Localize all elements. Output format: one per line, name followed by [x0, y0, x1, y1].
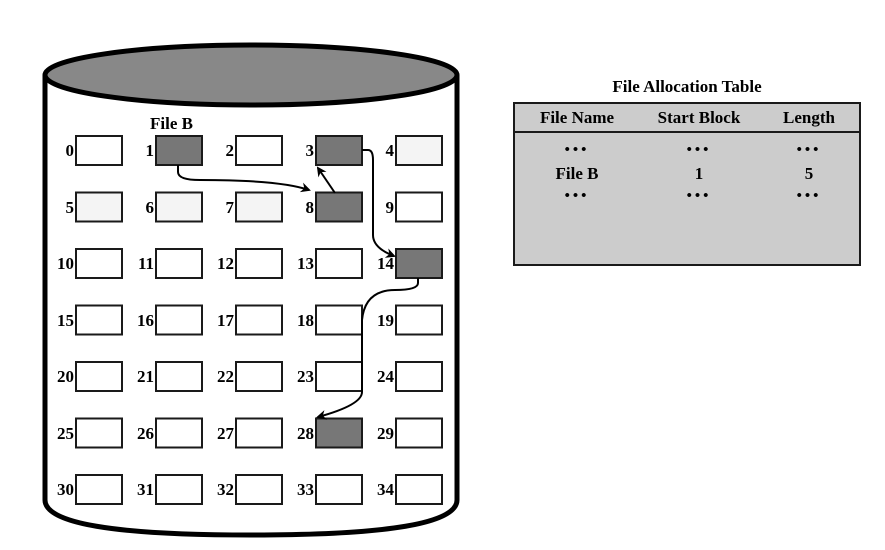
fat-row: ••• ••• ••• — [515, 185, 859, 208]
fat-title: File Allocation Table — [612, 77, 762, 96]
disk-block-33 — [315, 474, 363, 505]
block-number-label: 27 — [217, 423, 234, 443]
block-number-label: 22 — [217, 367, 234, 386]
block-number-label: 4 — [385, 141, 395, 160]
block-number-label: 14 — [377, 254, 394, 273]
disk-block-16 — [155, 304, 203, 336]
chain-arrow-1-to-8 — [177, 165, 311, 193]
fat-row: File B 1 5 — [515, 162, 859, 185]
fat-cell-length: 5 — [804, 163, 814, 183]
disk-block-30 — [75, 474, 123, 505]
block-number-label: 11 — [137, 254, 154, 273]
chain-arrow-8-to-3 — [316, 166, 336, 194]
disk-block-7 — [235, 191, 283, 223]
block-number-label: 7 — [225, 197, 235, 217]
fat-header-row: File Name Start Block Length — [515, 104, 859, 133]
disk-block-34 — [395, 474, 443, 505]
fat-header-start-block: Start Block — [657, 107, 741, 127]
chain-arrow-14-to-28 — [316, 278, 419, 420]
disk-block-26 — [155, 417, 203, 449]
disk-block-2 — [235, 135, 283, 166]
block-number-label: 15 — [57, 310, 74, 330]
block-number-label: 23 — [297, 367, 314, 386]
fat-header-length: Length — [783, 107, 835, 127]
disk-block-20 — [75, 361, 123, 392]
block-number-label: 33 — [297, 480, 314, 499]
disk-block-14 — [395, 248, 443, 279]
block-number-label: 31 — [137, 480, 154, 499]
block-number-label: 19 — [377, 310, 394, 330]
disk-block-27 — [235, 417, 283, 449]
block-number-label: 3 — [305, 141, 315, 160]
block-number-label: 12 — [217, 254, 234, 273]
block-number-label: 2 — [225, 141, 235, 160]
block-number-label: 1 — [145, 141, 155, 160]
block-number-label: 24 — [377, 367, 394, 386]
file-b-label: File B — [150, 114, 193, 133]
disk-block-15 — [75, 304, 123, 336]
block-number-label: 9 — [385, 197, 395, 217]
disk-block-8 — [315, 191, 363, 223]
disk-block-25 — [75, 417, 123, 449]
disk-block-3 — [315, 135, 363, 166]
block-number-label: 20 — [57, 367, 74, 386]
disk-block-31 — [155, 474, 203, 505]
fat-cell-start-block: 1 — [694, 163, 704, 183]
block-number-label: 10 — [57, 254, 74, 273]
disk-block-21 — [155, 361, 203, 392]
disk-block-29 — [395, 417, 443, 449]
block-number-label: 32 — [217, 480, 234, 499]
disk-block-24 — [395, 361, 443, 392]
disk-block-18 — [315, 304, 363, 336]
fat-cell-file-name: File B — [555, 163, 599, 183]
fat-cell-start-block: ••• — [686, 142, 712, 158]
block-number-label: 17 — [217, 310, 234, 330]
disk-block-22 — [235, 361, 283, 392]
fat-cell-file-name: ••• — [564, 188, 590, 204]
disk-block-1 — [155, 135, 203, 166]
chain-arrow-3-to-14 — [362, 149, 396, 258]
disk-block-23 — [315, 361, 363, 392]
block-number-label: 28 — [297, 423, 314, 443]
block-number-label: 8 — [305, 197, 315, 217]
disk-block-17 — [235, 304, 283, 336]
block-number-label: 21 — [137, 367, 154, 386]
disk-block-12 — [235, 248, 283, 279]
disk-block-5 — [75, 191, 123, 223]
fat-cell-start-block: ••• — [686, 188, 712, 204]
disk-block-9 — [395, 191, 443, 223]
disk-block-0 — [75, 135, 123, 166]
block-number-label: 5 — [65, 197, 75, 217]
block-number-label: 25 — [57, 423, 74, 443]
fat-cell-length: ••• — [796, 188, 822, 204]
block-number-label: 18 — [297, 310, 314, 330]
disk-top — [42, 42, 460, 108]
disk-block-32 — [235, 474, 283, 505]
fat-cell-length: ••• — [796, 142, 822, 158]
fat-row: ••• ••• ••• — [515, 139, 859, 162]
disk-block-11 — [155, 248, 203, 279]
block-number-label: 30 — [57, 480, 74, 499]
block-number-label: 6 — [145, 197, 155, 217]
fat-cell-file-name: ••• — [564, 142, 590, 158]
file-allocation-table: File Name Start Block Length ••• ••• •••… — [513, 102, 861, 266]
block-number-label: 26 — [137, 423, 154, 443]
disk-block-19 — [395, 304, 443, 336]
disk-block-13 — [315, 248, 363, 279]
block-number-label: 16 — [137, 310, 154, 330]
block-number-label: 0 — [65, 141, 75, 160]
disk-block-6 — [155, 191, 203, 223]
block-number-label: 29 — [377, 423, 394, 443]
fat-header-file-name: File Name — [539, 107, 615, 127]
disk-block-10 — [75, 248, 123, 279]
block-number-label: 34 — [377, 480, 394, 499]
disk-block-4 — [395, 135, 443, 166]
disk-block-28 — [315, 417, 363, 449]
block-number-label: 13 — [297, 254, 314, 273]
